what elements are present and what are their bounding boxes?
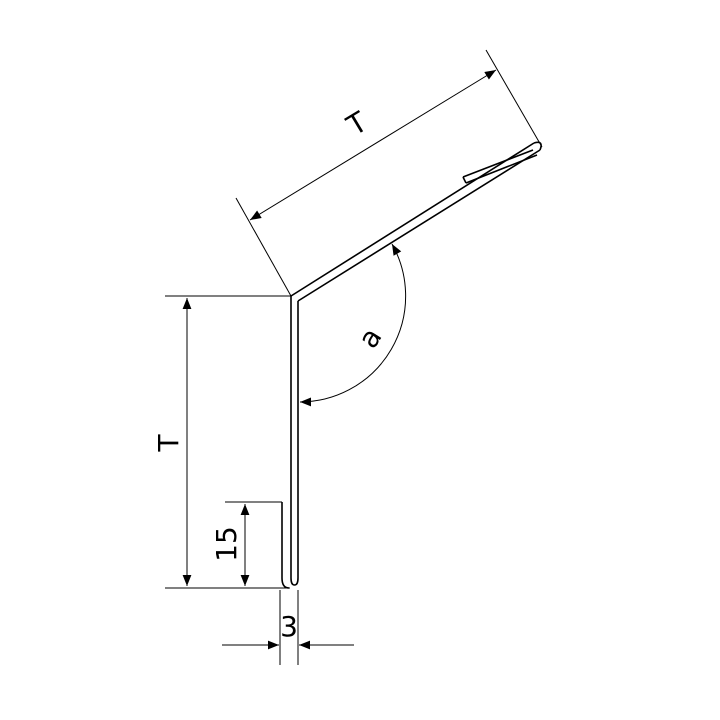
top-hem-return-outer xyxy=(462,149,534,178)
top-hem-return-inner xyxy=(465,154,538,184)
label-hem-height: 15 xyxy=(210,526,243,562)
dim-arc-angle xyxy=(299,243,407,407)
label-side-length: T xyxy=(152,434,185,453)
bottom-hem-outer-bend xyxy=(281,577,290,589)
sloped-leg-inner xyxy=(297,149,541,302)
label-angle: a xyxy=(351,322,388,354)
ext-sloped-start xyxy=(235,197,292,297)
top-hem-end xyxy=(462,176,467,184)
ext-sloped-end xyxy=(485,49,543,148)
label-hem-gap: 3 xyxy=(280,610,298,643)
dim-line-top-T xyxy=(249,69,497,221)
label-top-length: T xyxy=(340,105,373,143)
extension-lines xyxy=(165,49,543,665)
dimension-lines xyxy=(182,69,497,650)
top-hem-bend xyxy=(533,141,542,151)
bottom-hem-bend xyxy=(290,577,299,586)
profile-outline xyxy=(281,141,542,589)
sloped-leg-outer xyxy=(290,142,535,297)
